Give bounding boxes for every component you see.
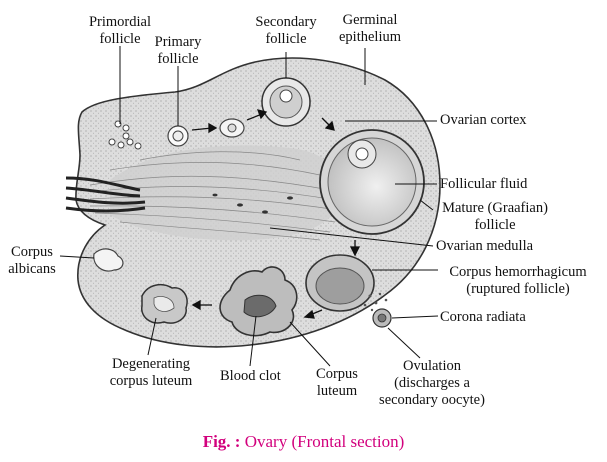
figure-caption: Fig. : Ovary (Frontal section) [0, 432, 607, 452]
label-line: secondary oocyte) [370, 392, 494, 409]
graafian-follicle [320, 130, 424, 234]
label-line: (ruptured follicle) [438, 281, 598, 298]
label-line: follicle [82, 31, 158, 48]
caption-prefix: Fig. : [203, 432, 241, 451]
primary-follicle [168, 126, 188, 146]
label-line: follicle [436, 217, 554, 234]
label-ovulation: Ovulation (discharges a secondary oocyte… [370, 358, 494, 409]
label-primary-follicle: Primary follicle [148, 34, 208, 68]
label-primordial-follicle: Primordial follicle [82, 14, 158, 48]
label-line: Secondary [246, 14, 326, 31]
caption-text: Ovary (Frontal section) [240, 432, 404, 451]
label-mature-follicle: Mature (Graafian) follicle [436, 200, 554, 234]
corpus-hemorrhagicum [306, 255, 374, 311]
label-secondary-follicle: Secondary follicle [246, 14, 326, 48]
label-ovarian-cortex: Ovarian cortex [440, 112, 527, 129]
label-corpus-albicans: Corpus albicans [4, 244, 60, 278]
label-line: luteum [312, 383, 362, 400]
label-line: Corpus [312, 366, 362, 383]
label-follicular-fluid: Follicular fluid [440, 176, 527, 193]
label-line: follicle [246, 31, 326, 48]
label-line: corpus luteum [96, 373, 206, 390]
label-germinal-epithelium: Germinal epithelium [330, 12, 410, 46]
label-corpus-luteum: Corpus luteum [312, 366, 362, 400]
secondary-follicle [262, 78, 310, 126]
label-line: follicle [148, 51, 208, 68]
label-degenerating-corpus-luteum: Degenerating corpus luteum [96, 356, 206, 390]
growing-follicle [220, 119, 244, 137]
label-corona-radiata: Corona radiata [440, 309, 526, 326]
label-line: Germinal [330, 12, 410, 29]
label-line: Corpus [4, 244, 60, 261]
label-corpus-hemorrhagicum: Corpus hemorrhagicum (ruptured follicle) [438, 264, 598, 298]
label-blood-clot: Blood clot [220, 368, 281, 385]
label-line: (discharges a [370, 375, 494, 392]
label-line: Degenerating [96, 356, 206, 373]
label-line: epithelium [330, 29, 410, 46]
label-line: Primordial [82, 14, 158, 31]
label-line: Mature (Graafian) [436, 200, 554, 217]
label-ovarian-medulla: Ovarian medulla [436, 238, 533, 255]
label-line: Ovulation [370, 358, 494, 375]
label-line: Primary [148, 34, 208, 51]
label-line: albicans [4, 261, 60, 278]
label-line: Corpus hemorrhagicum [438, 264, 598, 281]
